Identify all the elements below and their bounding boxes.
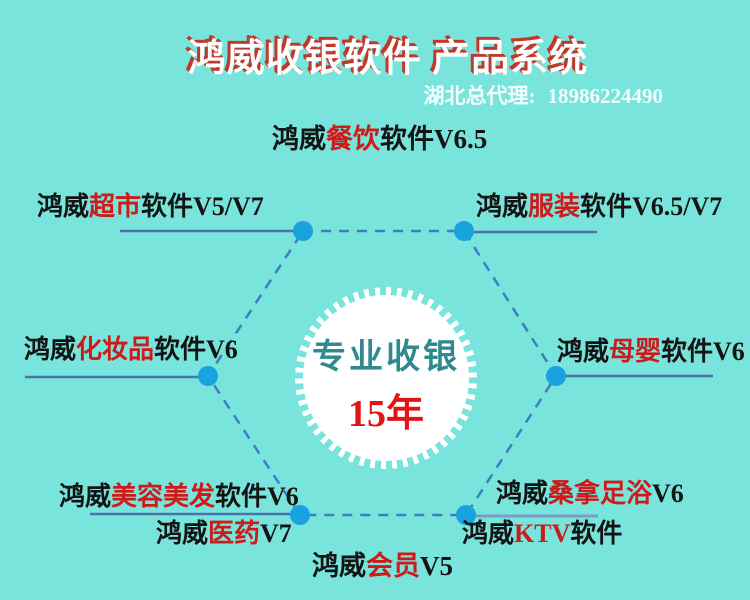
product-label-muying: 鸿威母婴软件V6 bbox=[557, 339, 745, 365]
label-part: 鸿威 bbox=[462, 519, 515, 548]
product-label-chaoshi: 鸿威超市软件V5/V7 bbox=[37, 194, 264, 220]
vertex-dot-lower-right bbox=[456, 505, 476, 525]
vertex-dot-upper-right bbox=[454, 221, 474, 241]
label-part: 鸿威 bbox=[557, 337, 610, 366]
vertex-dot-lower-left bbox=[290, 505, 310, 525]
label-part-highlight: 医药 bbox=[208, 519, 261, 548]
product-label-canyin: 鸿威餐饮软件V6.5 bbox=[272, 126, 487, 153]
label-part: 软件 bbox=[570, 519, 623, 548]
label-part-highlight: 会员 bbox=[366, 551, 420, 581]
label-part: 鸿威 bbox=[24, 335, 77, 364]
vertex-dot-right bbox=[546, 366, 566, 386]
vertex-dot-upper-left bbox=[293, 221, 313, 241]
label-part: 软件V6.5 bbox=[380, 124, 488, 154]
center-slogan: 专业收银 bbox=[312, 339, 460, 376]
page-title: 鸿威收银软件 产品系统 bbox=[187, 38, 589, 80]
vertex-dot-left bbox=[198, 366, 218, 386]
center-seal-ring: 专业收银 15年 bbox=[295, 287, 477, 469]
label-part: V6 bbox=[652, 479, 684, 508]
label-part-highlight: 美容美发 bbox=[111, 482, 216, 511]
label-part-highlight: KTV bbox=[514, 519, 571, 548]
label-part: 鸿威 bbox=[476, 192, 529, 221]
label-part-highlight: 服装 bbox=[528, 192, 581, 221]
label-part: 软件V6.5/V7 bbox=[580, 192, 723, 221]
product-label-ktv: 鸿威KTV软件 bbox=[462, 521, 622, 547]
label-part-highlight: 超市 bbox=[89, 192, 142, 221]
center-years: 15年 bbox=[347, 393, 424, 435]
product-label-yiyao: 鸿威医药V7 bbox=[156, 521, 292, 547]
label-part: 鸿威 bbox=[496, 479, 549, 508]
product-label-huiyuan: 鸿威会员V5 bbox=[312, 553, 453, 580]
label-part: 软件V6 bbox=[661, 337, 745, 366]
label-part-highlight: 母婴 bbox=[609, 337, 662, 366]
label-part: 软件V6 bbox=[215, 482, 299, 511]
label-part: 软件V5/V7 bbox=[141, 192, 264, 221]
label-part-highlight: 餐饮 bbox=[326, 124, 380, 154]
label-part: V5 bbox=[420, 551, 453, 581]
product-label-meirong: 鸿威美容美发软件V6 bbox=[59, 484, 299, 510]
label-part: V7 bbox=[260, 519, 292, 548]
agent-info: 湖北总代理: 18986224490 bbox=[385, 80, 664, 110]
label-part: 软件V6 bbox=[154, 335, 238, 364]
product-label-huazhuangpin: 鸿威化妆品软件V6 bbox=[24, 337, 238, 363]
label-part-highlight: 桑拿足浴 bbox=[548, 479, 653, 508]
agent-phone: 18986224490 bbox=[547, 84, 664, 108]
product-label-sangna: 鸿威桑拿足浴V6 bbox=[496, 481, 684, 507]
label-part: 鸿威 bbox=[156, 519, 209, 548]
product-label-fuzhuang: 鸿威服装软件V6.5/V7 bbox=[476, 194, 722, 220]
label-part: 鸿威 bbox=[37, 192, 90, 221]
label-part-highlight: 化妆品 bbox=[76, 335, 155, 364]
label-part: 鸿威 bbox=[312, 551, 366, 581]
label-part: 鸿威 bbox=[59, 482, 112, 511]
center-seal: 专业收银 15年 bbox=[303, 295, 469, 461]
label-part: 鸿威 bbox=[272, 124, 326, 154]
agent-label: 湖北总代理: bbox=[423, 84, 536, 108]
